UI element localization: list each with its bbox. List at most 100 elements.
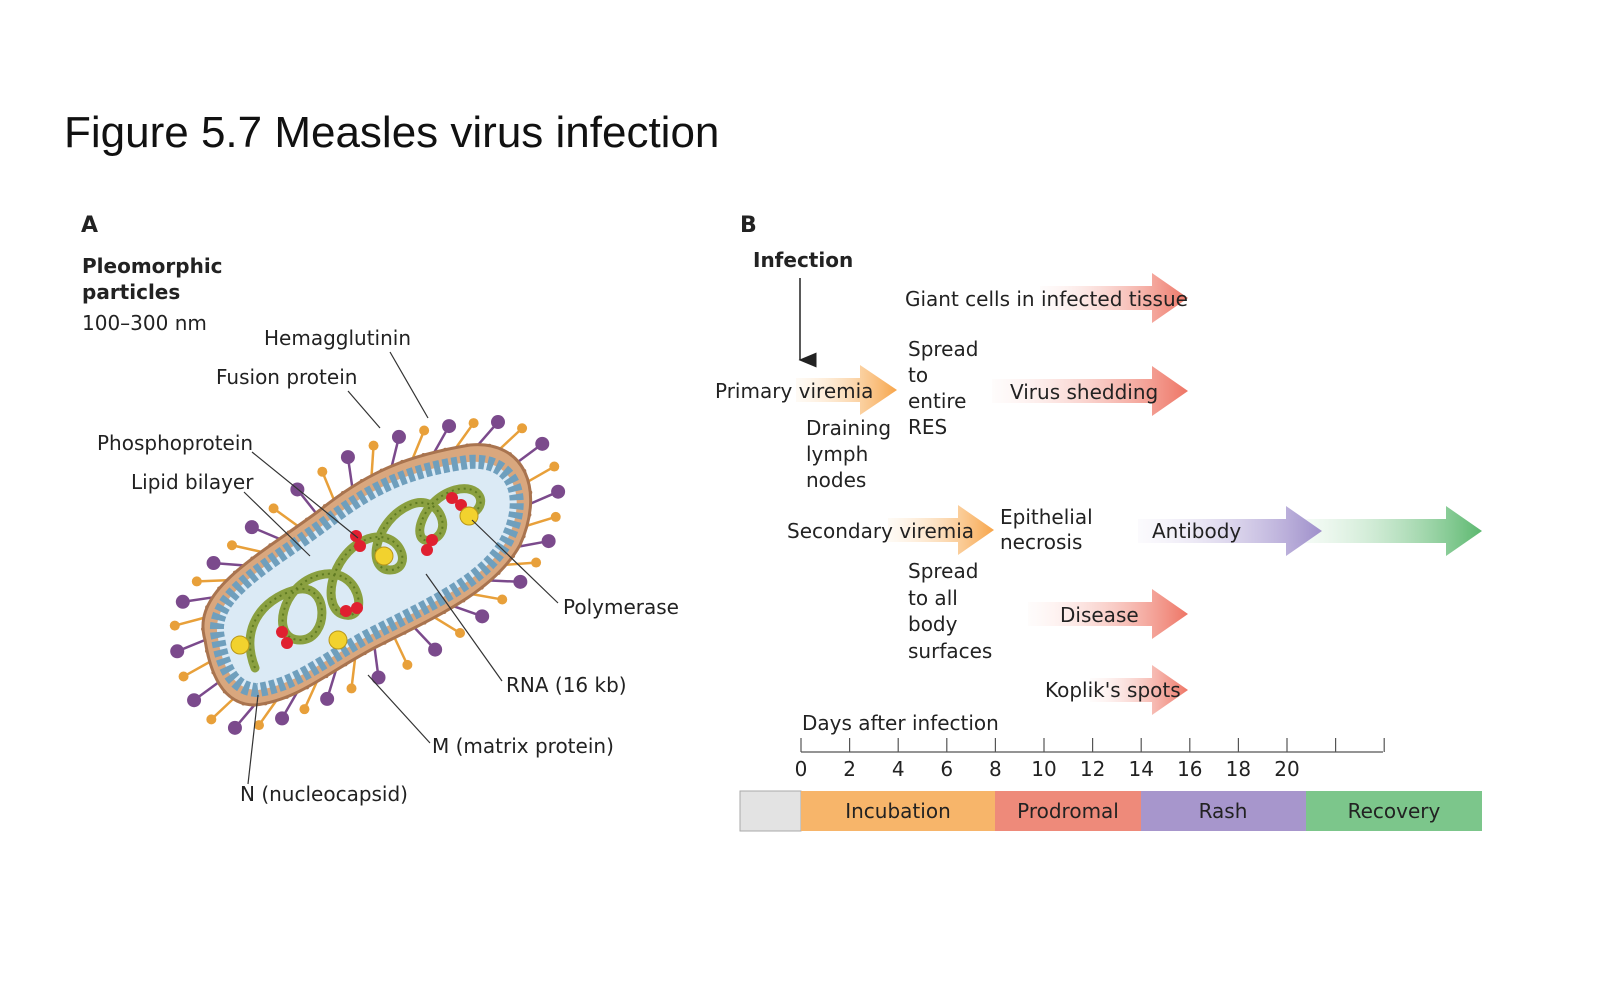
hemagglutinin-head (428, 642, 443, 657)
fusion-protein-head (299, 704, 310, 715)
fusion-protein-spike (506, 561, 533, 566)
stage-incubation-label: Incubation (845, 799, 951, 823)
panel-a-heading-line1: Pleomorphic (82, 254, 223, 278)
disease-label: Disease (1060, 603, 1139, 627)
stage-incubation (801, 791, 995, 831)
stage-recovery (1306, 791, 1482, 831)
matrix-protein-layer (209, 454, 524, 698)
hemagglutinin-head (320, 691, 335, 706)
hemagglutinin-head (442, 419, 457, 434)
antibody-arrow (1138, 506, 1322, 556)
axis-tick-label: 8 (989, 757, 1002, 781)
spread-res-label: Spread to entire RES (908, 337, 985, 439)
fusion-protein-head (191, 576, 202, 587)
fusion-protein-spike (411, 433, 424, 459)
hemagglutinin-head (170, 644, 185, 659)
fusion-protein-spike (393, 637, 407, 662)
fusion-protein-spike (350, 658, 357, 685)
nucleocapsid-label: N (nucleocapsid) (240, 782, 408, 806)
fusion-protein-head (253, 720, 264, 731)
hemagglutinin-spike (327, 669, 338, 696)
infection-label: Infection (753, 248, 853, 272)
stage-bar: Incubation Prodromal Rash Recovery (739, 790, 1482, 832)
hemagglutinin-spike (255, 527, 280, 541)
axis-tick-label: 2 (843, 757, 856, 781)
fusion-protein-head (317, 466, 328, 477)
fusion-protein-head (549, 461, 560, 472)
giant-cells-label: Giant cells in infected tissue (905, 287, 1188, 311)
phosphoprotein-dots (276, 492, 467, 649)
hemagglutinin-head (244, 520, 259, 535)
hemagglutinin-spike (298, 491, 317, 514)
fusion-protein-spike (527, 467, 552, 483)
hemagglutinin-spike (390, 440, 400, 467)
secondary-viremia-arrow (888, 505, 994, 555)
fusion-protein-label: Fusion protein (216, 365, 357, 389)
fusion-protein-spike (186, 660, 211, 676)
hemagglutinin-head (371, 670, 386, 685)
hemagglutinin-head (206, 556, 221, 571)
fusion-protein-spike (276, 509, 299, 528)
hemagglutinin-label: Hemagglutinin (264, 326, 411, 350)
fusion-protein-head (169, 620, 180, 631)
spread-body-label: Spread to all body surfaces (908, 559, 992, 663)
hemagglutinin-spike (453, 605, 479, 617)
axis-tick-label: 12 (1080, 757, 1105, 781)
polymerase-dots (230, 506, 479, 655)
secondary-viremia-label: Secondary viremia (787, 519, 974, 543)
axis-tick-label: 20 (1274, 757, 1299, 781)
fusion-protein-spike (472, 592, 499, 601)
hemagglutinin-head (541, 534, 556, 549)
panel-a: A Pleomorphic particles 100–300 nm (81, 213, 679, 806)
fusion-protein-head (402, 659, 413, 670)
hemagglutinin-head (391, 429, 406, 444)
hemagglutinin-spike (477, 424, 497, 446)
primary-viremia-arrow (796, 365, 897, 415)
lipid-bilayer-label: Lipid bilayer (131, 470, 254, 494)
axis-tick-label: 10 (1031, 757, 1056, 781)
fusion-protein-head (419, 425, 430, 436)
fusion-protein-head (206, 714, 217, 725)
hemagglutinin-head (490, 415, 505, 430)
fusion-protein-spike (526, 516, 553, 527)
virus-shedding-label: Virus shedding (1010, 380, 1158, 404)
hemagglutinin-head (535, 436, 550, 451)
hemagglutinin-head (475, 609, 490, 624)
leader-lines (243, 351, 559, 785)
fusion-protein-head (226, 540, 237, 551)
fusion-protein-head (468, 418, 479, 429)
hemagglutinin-spike (196, 681, 220, 699)
polymerase-label: Polymerase (563, 595, 679, 619)
hemagglutinin-spike (373, 647, 380, 674)
fusion-protein-head (517, 423, 528, 434)
fusion-protein-spike (433, 616, 458, 632)
hemagglutinin-spike (180, 638, 206, 651)
hemagglutinin-head (275, 711, 290, 726)
fusion-protein-head (368, 440, 379, 451)
disease-arrow (1028, 589, 1188, 639)
hemagglutinin-head (551, 484, 566, 499)
matrix-protein-label: M (matrix protein) (432, 734, 614, 758)
hemagglutinin-spike (413, 626, 434, 648)
fusion-protein-head (531, 557, 542, 568)
hemagglutinin-head (187, 693, 202, 708)
primary-viremia-label: Primary viremia (715, 379, 873, 403)
stage-recovery-label: Recovery (1348, 799, 1441, 823)
hemagglutinin-spike (433, 428, 449, 453)
fusion-protein-head (497, 594, 508, 605)
fusion-protein-spike (213, 697, 235, 718)
fusion-protein-head (346, 683, 357, 694)
antibody-label: Antibody (1152, 519, 1241, 543)
panel-a-letter: A (81, 213, 98, 238)
hemagglutinin-spike (518, 540, 545, 548)
size-range-label: 100–300 nm (82, 311, 207, 335)
fusion-protein-spike (178, 616, 205, 626)
hemagglutinin-head (227, 720, 242, 735)
axis-tick-label: 14 (1128, 757, 1153, 781)
stage-rash (1141, 791, 1306, 831)
kopliks-spots-arrow (1090, 665, 1188, 715)
days-axis-title: Days after infection (802, 711, 999, 735)
rna-label: RNA (16 kb) (506, 673, 627, 697)
figure-title: Figure 5.7 Measles virus infection (64, 108, 720, 157)
